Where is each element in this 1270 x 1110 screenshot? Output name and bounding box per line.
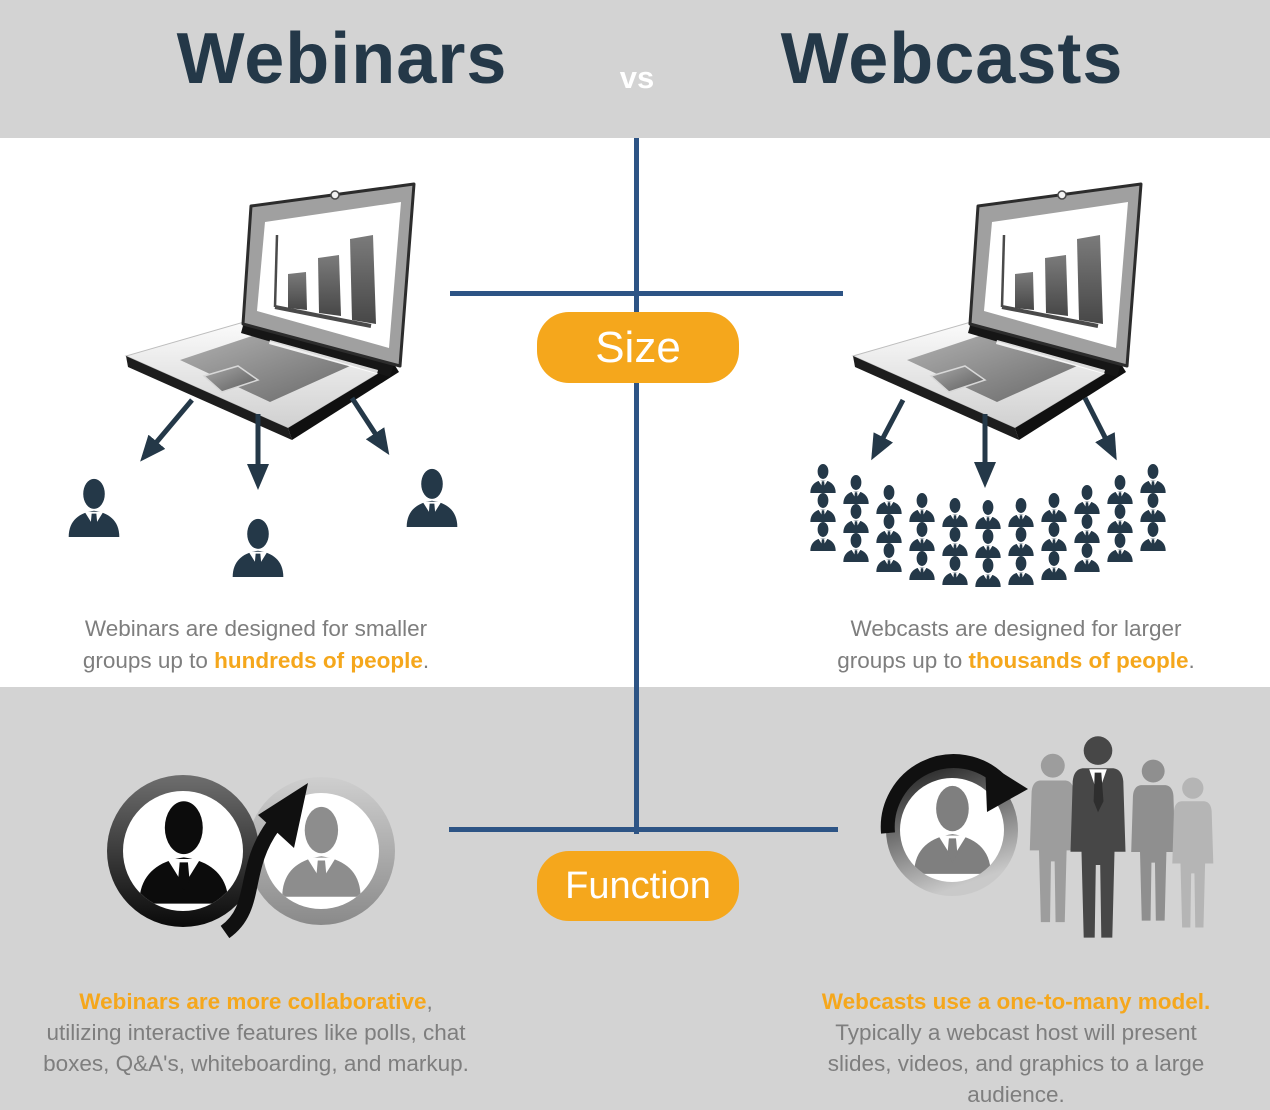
webinar-size-caption: Webinars are designed for smaller groups… [66, 613, 446, 677]
attendee-bust-icon [940, 525, 970, 557]
attendee-bust-icon [1039, 520, 1069, 552]
webinar-function-caption: Webinars are more collaborative, utilizi… [41, 986, 471, 1079]
attendee-bust-icon [1105, 531, 1135, 563]
attendee-bust-icon [808, 491, 838, 523]
attendee-bust-icon [874, 541, 904, 573]
attendee-bust-icon [973, 527, 1003, 559]
center-divider-line [634, 138, 639, 834]
attendee-bust-icon [874, 512, 904, 544]
attendee-bust-icon [406, 468, 458, 527]
laptop-barchart-icon [851, 182, 1143, 442]
attendee-bust-icon [232, 518, 284, 577]
caption-highlight: Webcasts use a one-to-many model. [821, 988, 1211, 1014]
caption-text: . [1188, 647, 1195, 673]
caption-text: Webinars are designed for smaller groups… [82, 615, 428, 673]
attendee-bust-icon [841, 502, 871, 534]
caption-highlight: hundreds of people [214, 647, 423, 673]
attendee-bust-icon [841, 531, 871, 563]
header-band: Webinars vs Webcasts [0, 0, 1270, 138]
attendee-bust-icon [1072, 512, 1102, 544]
attendee-bust-icon [973, 556, 1003, 588]
webcast-size-caption: Webcasts are designed for larger groups … [826, 613, 1206, 677]
caption-highlight: thousands of people [968, 647, 1189, 673]
attendee-bust-icon [1138, 491, 1168, 523]
collaboration-loop-arrow-icon [107, 775, 395, 939]
size-badge-label: Size [595, 322, 681, 372]
attendee-bust-icon [1072, 483, 1102, 515]
attendee-bust-icon [973, 498, 1003, 530]
attendee-bust-icon [1006, 496, 1036, 528]
attendee-bust-icon [907, 520, 937, 552]
size-crossbar-line [450, 291, 843, 296]
attendee-bust-icon [808, 462, 838, 494]
caption-text: Typically a webcast host will present sl… [827, 1019, 1205, 1107]
attendee-bust-icon [907, 549, 937, 581]
one-to-many-broadcast-icon [880, 736, 1214, 938]
attendee-bust-icon [1105, 502, 1135, 534]
function-badge: Function [537, 851, 739, 921]
attendee-bust-icon [1039, 549, 1069, 581]
attendee-bust-icon [907, 491, 937, 523]
webcast-crowd [808, 462, 1173, 592]
caption-text: , utilizing interactive features like po… [43, 988, 469, 1076]
attendee-bust-icon [808, 520, 838, 552]
attendee-bust-icon [1105, 473, 1135, 505]
function-crossbar-line [449, 827, 838, 832]
attendee-bust-icon [1138, 520, 1168, 552]
webcasts-title: Webcasts [780, 19, 1124, 99]
attendee-bust-icon [940, 496, 970, 528]
caption-text: Webcasts are designed for larger groups … [837, 615, 1182, 673]
attendee-bust-icon [841, 473, 871, 505]
attendee-bust-icon [1006, 525, 1036, 557]
laptop-barchart-icon [124, 182, 416, 442]
attendee-bust-icon [940, 554, 970, 586]
webinars-title: Webinars [176, 19, 508, 99]
caption-highlight: Webinars are more collaborative [79, 988, 427, 1014]
size-badge: Size [537, 312, 739, 383]
function-badge-label: Function [565, 864, 711, 907]
attendee-bust-icon [874, 483, 904, 515]
webcast-function-caption: Webcasts use a one-to-many model. Typica… [801, 986, 1231, 1110]
attendee-bust-icon [68, 478, 120, 537]
attendee-bust-icon [1006, 554, 1036, 586]
attendee-bust-icon [1039, 491, 1069, 523]
attendee-bust-icon [1072, 541, 1102, 573]
caption-text: . [422, 647, 430, 673]
vs-label: vs [619, 60, 655, 95]
attendee-bust-icon [1138, 462, 1168, 494]
